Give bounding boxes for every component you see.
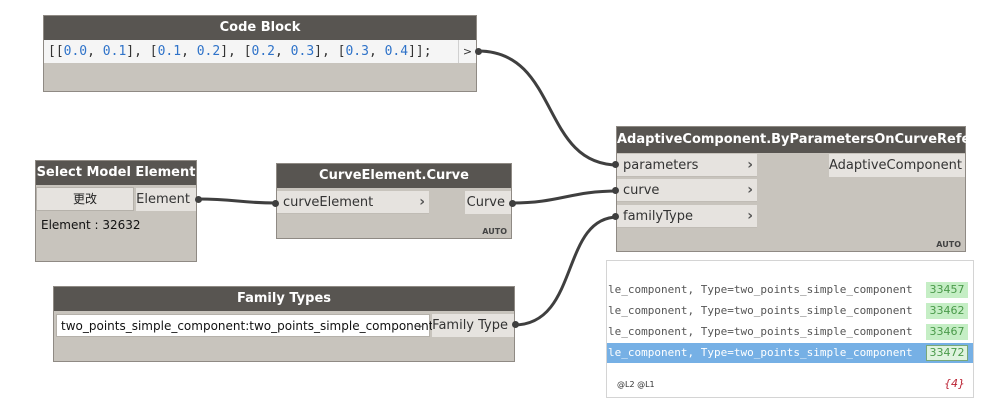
preview-row-text: le_component, Type=two_points_simple_com… — [608, 304, 913, 317]
code-number-token: 0.2 — [196, 44, 221, 59]
family-type-output-dot[interactable] — [512, 321, 519, 328]
list-item[interactable]: le_component, Type=two_points_simple_com… — [607, 301, 973, 321]
select-model-element-title: Select Model Element — [36, 161, 196, 185]
adaptive-component-title: AdaptiveComponent.ByParametersOnCurveRef… — [617, 127, 1002, 153]
parameters-input-port[interactable]: parameters › — [617, 154, 757, 177]
code-number-token: 0.3 — [345, 44, 369, 59]
element-output-dot[interactable] — [195, 196, 202, 203]
curve-input-port[interactable]: curve › — [617, 179, 757, 202]
code-punct-token: [[ — [48, 44, 64, 59]
element-info-text: Element : 32632 — [41, 218, 141, 232]
family-type-dropdown[interactable]: two_points_simple_component:two_points_s… — [56, 314, 434, 337]
curve-output-port[interactable]: Curve — [465, 191, 511, 214]
preview-bubble[interactable]: le_component, Type=two_points_simple_com… — [606, 260, 974, 398]
code-punct-token: , — [87, 44, 103, 59]
adaptivecomponent-output-port[interactable]: AdaptiveComponent — [829, 154, 965, 177]
element-id-badge[interactable]: 33467 — [926, 324, 968, 340]
code-punct-token: ]]; — [408, 44, 432, 59]
preview-row-text: le_component, Type=two_points_simple_com… — [608, 325, 913, 338]
familytype-input-port[interactable]: familyType › — [617, 205, 757, 228]
wire-familytype-to-familytype[interactable] — [513, 215, 619, 327]
code-number-token: 0.0 — [63, 44, 88, 59]
code-punct-token: ], [ — [220, 44, 252, 59]
element-output-port[interactable]: Element — [136, 188, 196, 211]
chevron-right-icon: › — [747, 157, 753, 173]
list-count: {4} — [944, 377, 965, 390]
code-block-title: Code Block — [44, 16, 476, 40]
list-levels: @L2 @L1 — [617, 380, 655, 389]
preview-row-text: le_component, Type=two_points_simple_com… — [608, 283, 913, 296]
code-block-node[interactable]: Code Block [[0.0, 0.1], [0.1, 0.2], [0.2… — [43, 15, 477, 92]
list-item-selected[interactable]: le_component, Type=two_points_simple_com… — [607, 343, 973, 363]
family-type-output-port[interactable]: Family Type — [432, 314, 514, 337]
list-item[interactable]: le_component, Type=two_points_simple_com… — [607, 280, 973, 300]
parameters-input-dot[interactable] — [612, 161, 619, 168]
code-number-token: 0.4 — [384, 44, 409, 59]
curve-output-dot[interactable] — [509, 200, 516, 207]
family-types-title: Family Types — [54, 287, 514, 311]
code-punct-token: ], [ — [126, 44, 158, 59]
curve-element-node[interactable]: CurveElement.Curve curveElement › Curve … — [276, 163, 512, 239]
preview-row-text: le_component, Type=two_points_simple_com… — [608, 346, 913, 359]
chevron-down-icon: ⌄ — [415, 320, 424, 331]
wire-element-to-curveelement[interactable] — [197, 197, 277, 205]
code-punct-token: , — [275, 44, 291, 59]
adaptive-component-node[interactable]: AdaptiveComponent.ByParametersOnCurveRef… — [616, 126, 1002, 252]
element-id-badge[interactable]: 33472 — [926, 345, 968, 361]
family-types-node[interactable]: Family Types two_points_simple_component… — [53, 286, 515, 362]
curveelement-input-dot[interactable] — [272, 200, 279, 207]
lacing-badge: AUTO — [482, 227, 507, 236]
code-number-token: 0.2 — [251, 44, 276, 59]
code-punct-token: , — [181, 44, 197, 59]
curveelement-input-label: curveElement — [283, 195, 374, 210]
code-block-output-port[interactable]: > — [458, 40, 476, 63]
code-block-input[interactable]: [[0.0, 0.1], [0.1, 0.2], [0.2, 0.3], [0.… — [44, 40, 458, 63]
family-type-selected: two_points_simple_component:two_points_s… — [61, 319, 434, 333]
code-number-token: 0.3 — [290, 44, 315, 59]
familytype-input-label: familyType — [623, 209, 693, 224]
code-punct-token: ], [ — [314, 44, 346, 59]
curve-input-dot[interactable] — [612, 187, 619, 194]
familytype-input-dot[interactable] — [612, 213, 619, 220]
element-id-badge[interactable]: 33462 — [926, 303, 968, 319]
lacing-badge: AUTO — [936, 240, 961, 249]
wire-code-to-parameters[interactable] — [477, 49, 619, 167]
list-item[interactable]: le_component, Type=two_points_simple_com… — [607, 322, 973, 342]
chevron-right-icon: › — [747, 182, 753, 198]
element-id-badge[interactable]: 33457 — [926, 282, 968, 298]
code-block-output-dot[interactable] — [475, 48, 482, 55]
parameters-input-label: parameters — [623, 158, 699, 173]
curveelement-input-port[interactable]: curveElement › — [277, 191, 429, 214]
code-number-token: 0.1 — [102, 44, 127, 59]
wire-curve-to-curve[interactable] — [511, 189, 619, 205]
code-punct-token: , — [368, 44, 385, 59]
change-button[interactable]: 更改 — [36, 187, 134, 211]
chevron-right-icon: › — [419, 194, 425, 210]
chevron-right-icon: › — [747, 208, 753, 224]
select-model-element-node[interactable]: Select Model Element 更改 Element Element … — [35, 160, 197, 262]
curve-element-title: CurveElement.Curve — [277, 164, 511, 188]
curve-input-label: curve — [623, 183, 660, 198]
code-number-token: 0.1 — [157, 44, 182, 59]
